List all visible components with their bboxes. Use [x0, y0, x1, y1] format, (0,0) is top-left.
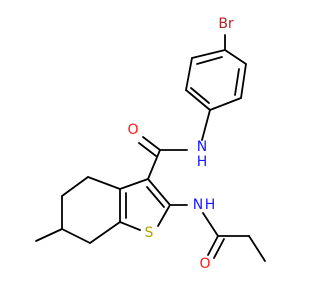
- bond-c6-c7: [61, 228, 91, 244]
- molecule-diagram: Br N H O N H S O: [35, 16, 266, 272]
- bond-c7-c7a: [89, 221, 121, 244]
- atom-labels: Br N H O N H S O: [127, 16, 233, 272]
- atom-n-propanamido: N: [193, 197, 203, 213]
- atom-h-propanamido: H: [205, 197, 216, 213]
- bond-c4-c5: [61, 176, 89, 197]
- bond-c3a-c4: [87, 176, 121, 190]
- bond-ch2-ch3: [248, 235, 266, 262]
- atom-o-propanamido: O: [199, 256, 210, 272]
- bond-acyl-o-b: [213, 238, 225, 259]
- bond-c3-c2-inner: [146, 186, 165, 208]
- bond-ring-e: [185, 57, 193, 91]
- bond-ring-f: [191, 49, 226, 59]
- atom-br: Br: [218, 16, 234, 32]
- bond-ring-c: [209, 97, 242, 111]
- bond-s-c7a: [119, 221, 141, 231]
- bond-carbonyl-c3: [147, 149, 161, 180]
- bond-ring-f-inner: [196, 56, 223, 65]
- bond-c-o-a: [142, 136, 161, 151]
- bond-c2-s: [157, 204, 171, 227]
- bond-c-n-amide: [201, 109, 211, 141]
- bond-ring-d: [185, 89, 211, 111]
- bond-ring-a: [224, 49, 247, 65]
- atom-h-amide: H: [197, 154, 208, 170]
- bond-c3-c3a: [119, 178, 149, 190]
- bond-ring-b: [240, 63, 247, 99]
- bond-ring-b-inner: [234, 68, 240, 96]
- bond-acyl-o-a: [207, 235, 219, 256]
- molecule-structure: Br N H O N H S O: [35, 16, 266, 272]
- atom-n-amide: N: [197, 139, 207, 155]
- atom-o-carbonyl: O: [127, 122, 138, 138]
- bond-c-o-b: [138, 142, 157, 157]
- bond-c3-c2: [147, 178, 171, 206]
- bonds: [35, 34, 266, 262]
- bond-n-acyl: [202, 212, 219, 237]
- bond-ring-d-inner: [190, 87, 210, 104]
- bond-c6-methyl: [35, 228, 63, 242]
- atom-s-ring: S: [145, 225, 154, 241]
